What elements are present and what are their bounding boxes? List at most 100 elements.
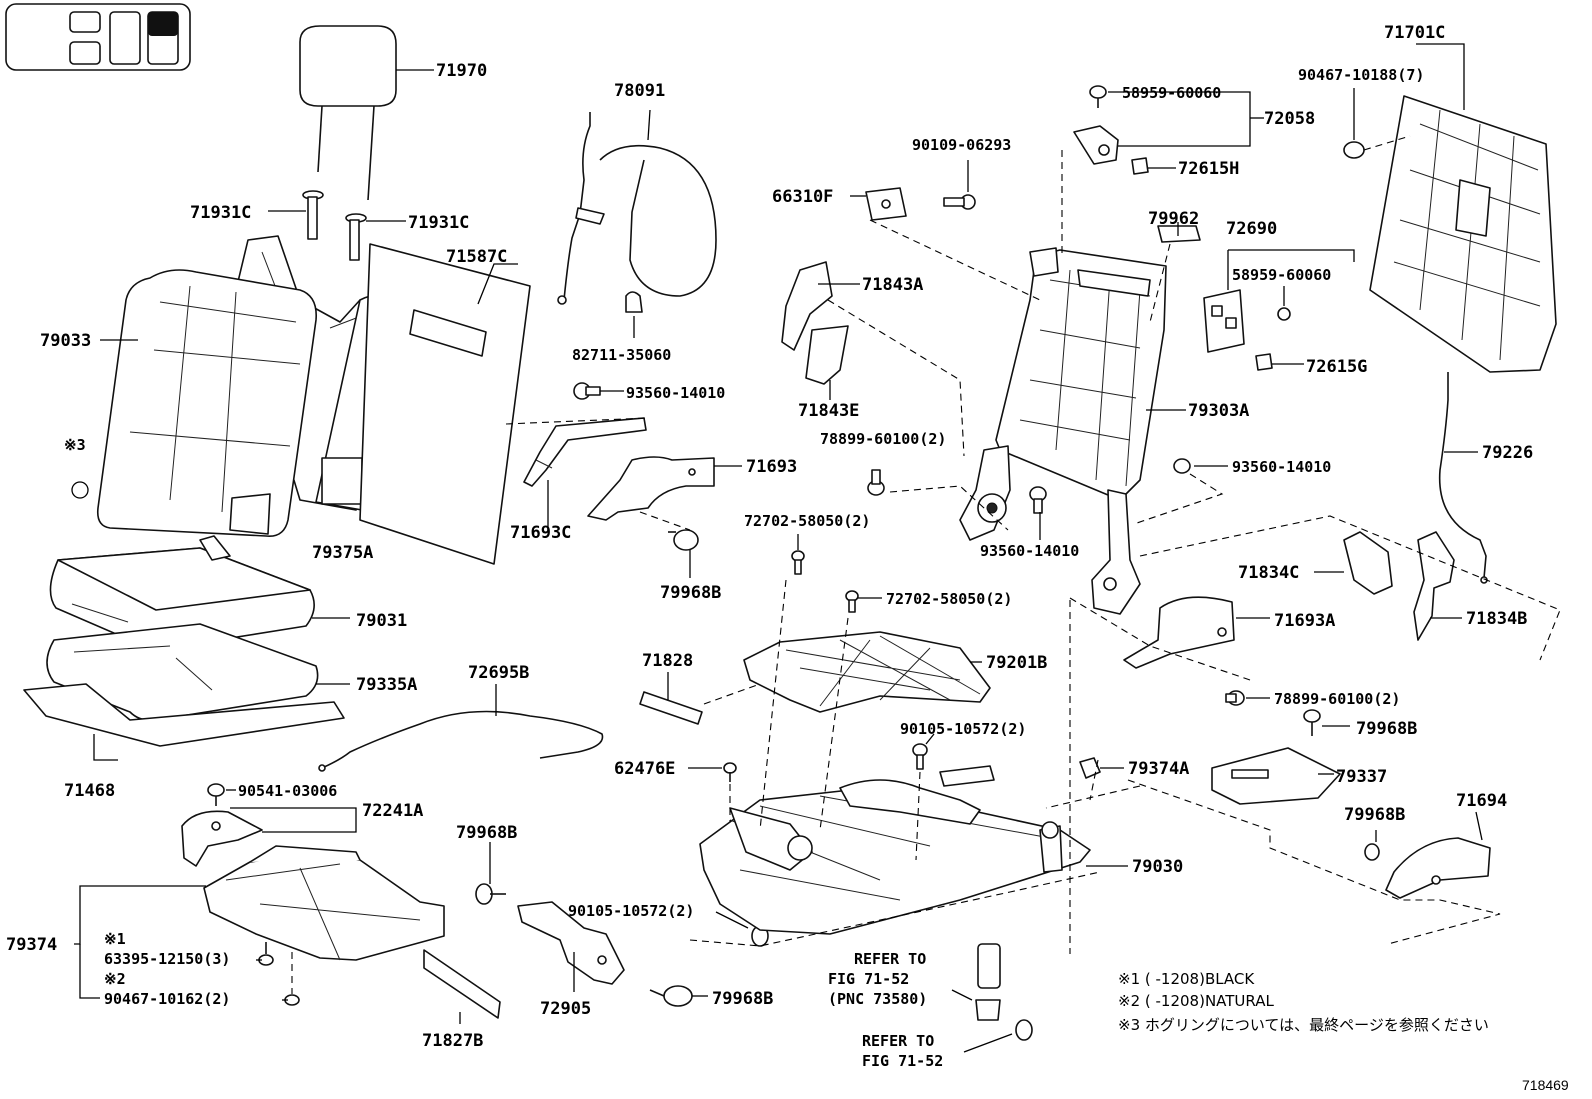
bracket-66310F [865,187,907,221]
label-71694: 71694 [1456,791,1507,811]
seatback-cover [96,269,317,537]
label-58959-60060-top: 58959-60060 [1122,84,1221,102]
clip-79968B-c [649,985,693,1007]
label-71834B: 71834B [1466,609,1527,629]
bolt-72702-a [791,550,805,575]
label-90467-10188: 90467-10188(7) [1298,66,1424,84]
footnote-1: ※1 ( -1208)BLACK [1118,970,1255,988]
trim-72241A [181,810,263,867]
cover-71694 [1385,837,1491,899]
clip-79968B-d [1303,709,1321,736]
hinge-cover-71693 [587,456,715,521]
headrest [299,25,397,201]
label-63395-12150: 63395-12150(3) [104,950,230,968]
label-93560-14010-right: 93560-14010 [1232,458,1331,476]
refer-to-1-line3: (PNC 73580) [828,990,927,1008]
tray-79337 [1211,747,1341,805]
label-72690: 72690 [1226,219,1277,239]
fastener-90467-10162 [284,952,300,1006]
trim-79374 [203,845,445,961]
diagram-id: 718469 [1522,1077,1569,1093]
label-71693: 71693 [746,457,797,477]
label-90109-06293: 90109-06293 [912,136,1011,154]
clip-72615G [1255,353,1273,371]
label-79030: 79030 [1132,857,1183,877]
label-72615H: 72615H [1178,159,1239,179]
refer-to-1-line2: FIG 71-52 [828,970,909,988]
panel-71827B [423,949,501,1019]
bolt-93560-center [1029,486,1047,514]
note-mark-2: ※2 [104,970,126,988]
note-mark-1: ※1 [104,930,126,948]
bracket-72905 [517,901,625,985]
cable-clip [625,291,643,313]
label-72702-58050-a: 72702-58050(2) [744,512,870,530]
label-62476E: 62476E [614,759,675,779]
cover-71834B [1413,531,1455,641]
label-79201B: 79201B [986,653,1047,673]
seat-sheet [23,683,345,747]
footnote-2: ※2 ( -1208)NATURAL [1118,992,1274,1010]
label-93560-14010-center: 93560-14010 [980,542,1079,560]
seat-layout-icon [5,3,191,71]
fastener-63395 [258,942,274,966]
cover-71693A [1123,596,1235,669]
bolt-90109 [943,194,976,210]
label-71468: 71468 [64,781,115,801]
label-79968B-a: 79968B [660,583,721,603]
bracket-72058 [1073,125,1119,165]
label-71701C: 71701C [1384,23,1445,43]
label-72695B: 72695B [468,663,529,683]
headrest-guide-right [345,213,367,261]
part-labels: 71970 71931C 71931C 71587C 79033 79375A … [6,23,1569,1093]
label-71828: 71828 [642,651,693,671]
label-71843A: 71843A [862,275,923,295]
bolt-78899-b [1225,690,1245,706]
label-71834C: 71834C [1238,563,1299,583]
label-71693C: 71693C [510,523,571,543]
label-90105-10572-center: 90105-10572(2) [900,720,1026,738]
clip-79968B-e [1364,843,1380,861]
label-71931C-right: 71931C [408,213,469,233]
clip-79374A [1079,757,1101,779]
label-78899-60100-right: 78899-60100(2) [1274,690,1400,708]
clip-79968B-a [668,529,699,551]
label-79968B-e: 79968B [1344,805,1405,825]
seat-cushion-cover [49,535,315,652]
back-board-71701C [1369,95,1557,373]
screw-90541 [207,783,225,806]
label-79968B-c: 79968B [712,989,773,1009]
seatback-frame-79303A [959,247,1167,615]
refer-to-2-line1: REFER TO [862,1032,934,1050]
label-79375A: 79375A [312,543,373,563]
hook-bracket [939,765,995,787]
release-cable-78091 [557,112,717,305]
label-79962: 79962 [1148,209,1199,229]
label-72241A: 72241A [362,801,423,821]
hinge-cover-71693C [523,417,647,487]
label-66310F: 66310F [772,187,833,207]
label-79968B-d: 79968B [1356,719,1417,739]
refer-to-2-line2: FIG 71-52 [862,1052,943,1070]
clip-72615H [1131,157,1149,175]
seat-belt-buckle [975,943,1033,1041]
pad-79962 [1157,225,1201,243]
cover-71834C [1343,531,1393,595]
clip-58959-top [1089,85,1107,108]
label-79031: 79031 [356,611,407,631]
clip-58959-right [1277,307,1291,321]
seat-frame-79030 [699,779,1091,935]
label-90467-10162: 90467-10162(2) [104,990,230,1008]
clip-79968B-b [475,883,506,905]
back-board [359,243,531,565]
label-79335A: 79335A [356,675,417,695]
label-71931C-left: 71931C [190,203,251,223]
lock-72690 [1203,289,1245,353]
note-mark-3: ※3 [64,436,86,454]
label-78899-60100-left: 78899-60100(2) [820,430,946,448]
label-71970: 71970 [436,61,487,81]
label-72905: 72905 [540,999,591,1019]
headrest-guide-left [302,190,324,240]
